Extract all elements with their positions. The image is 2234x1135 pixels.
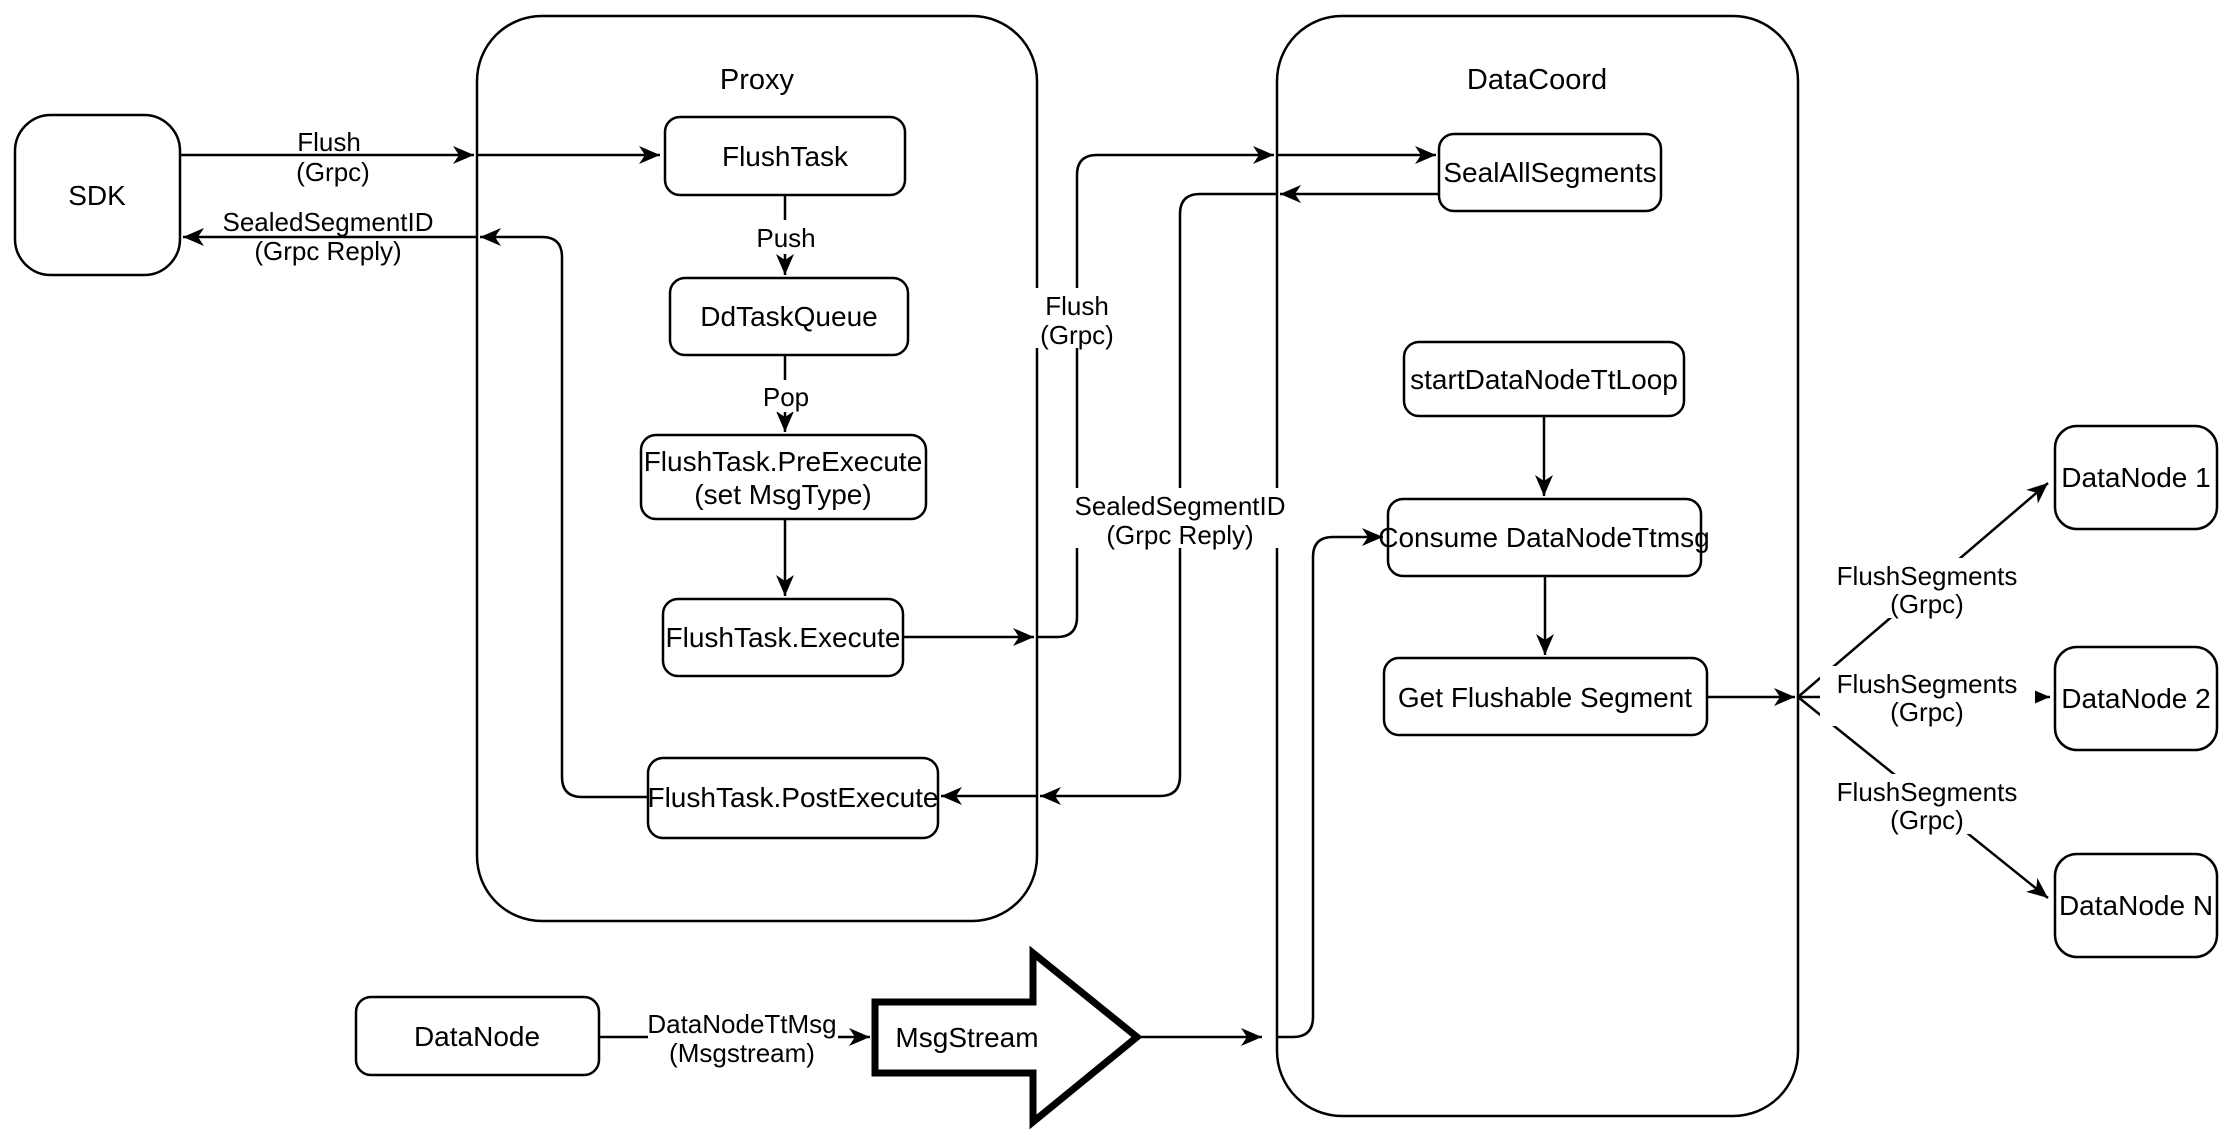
push-label-bg	[752, 220, 820, 254]
sdk-flush-label-line1: Flush	[297, 127, 361, 157]
sdk-label: SDK	[68, 180, 126, 211]
preexecute-node	[639, 433, 928, 521]
preexecute-label-line1: FlushTask.PreExecute	[644, 446, 923, 477]
datanoden-node	[2053, 852, 2219, 959]
msgstream-label: MsgStream	[895, 1022, 1038, 1053]
flushtask-label: FlushTask	[722, 141, 849, 172]
startdatanodettloop-label: startDataNodeTtLoop	[1410, 364, 1678, 395]
mid-flush-label-line1: Flush	[1045, 291, 1109, 321]
mid-flush-label-line2: (Grpc)	[1040, 320, 1114, 350]
mid-flush-label-bg	[1022, 288, 1134, 348]
getflushablesegment-label: Get Flushable Segment	[1398, 682, 1692, 713]
ddtaskqueue-node	[668, 276, 910, 357]
postexecute-node	[646, 756, 940, 840]
edge-msgstream-to-consume	[1277, 528, 1383, 1039]
datacoord-title: DataCoord	[1467, 64, 1607, 96]
sealallsegments-label: SealAllSegments	[1443, 157, 1656, 188]
proxy-container	[475, 14, 1039, 923]
sdk-reply-label-line1: SealedSegmentID	[222, 207, 433, 237]
mid-reply-label-bg	[1060, 488, 1300, 548]
datanode1-node	[2053, 424, 2219, 531]
execute-node	[661, 597, 905, 678]
datanoden-label: DataNode N	[2059, 890, 2213, 921]
pop-label-bg	[758, 380, 814, 412]
msgstream-block-arrow	[871, 945, 1143, 1130]
flushtask-node	[663, 115, 907, 197]
pop-label: Pop	[763, 382, 809, 412]
flushsegments1-label-bg	[1820, 558, 2035, 618]
datanode-bottom-label: DataNode	[414, 1021, 540, 1052]
ddtaskqueue-label: DdTaskQueue	[700, 301, 877, 332]
consumedatanodettmsg-node	[1386, 497, 1703, 578]
datanodettmsg-label-line1: DataNodeTtMsg	[647, 1009, 836, 1039]
datacoord-container	[1275, 14, 1800, 1118]
preexecute-label-line2: (set MsgType)	[694, 479, 871, 510]
datanode2-node	[2053, 645, 2219, 752]
postexecute-label: FlushTask.PostExecute	[647, 782, 938, 813]
push-label: Push	[756, 223, 815, 253]
getflushablesegment-node	[1382, 656, 1709, 737]
flushsegments1-label-line1: FlushSegments	[1837, 561, 2018, 591]
sdk-flush-label-line2: (Grpc)	[296, 157, 370, 187]
flushsegments1-label-line2: (Grpc)	[1890, 589, 1964, 619]
flushsegments3-label-line2: (Grpc)	[1890, 805, 1964, 835]
sdk-reply-label-line2: (Grpc Reply)	[254, 236, 401, 266]
consumedatanodettmsg-label: Consume DataNodeTtmsg	[1378, 522, 1709, 553]
datanodettmsg-label-line2: (Msgstream)	[669, 1038, 815, 1068]
datanode-bottom-node	[354, 995, 601, 1077]
datanode2-label: DataNode 2	[2061, 683, 2210, 714]
startdatanodettloop-node	[1402, 340, 1686, 418]
mid-reply-label-line1: SealedSegmentID	[1074, 491, 1285, 521]
flushsegments2-label-bg	[1820, 666, 2035, 726]
sdk-node	[13, 113, 182, 277]
edge-postexecute-to-proxy-edge	[480, 228, 648, 799]
flushsegments2-label-line1: FlushSegments	[1837, 669, 2018, 699]
flushsegments3-label-line1: FlushSegments	[1837, 777, 2018, 807]
mid-reply-label-line2: (Grpc Reply)	[1106, 520, 1253, 550]
sealallsegments-node	[1437, 132, 1663, 213]
proxy-title: Proxy	[720, 64, 795, 96]
edge-flush-grpc-mid	[1037, 146, 1274, 639]
datanodettmsg-label-bg	[648, 1006, 838, 1068]
datanode1-label: DataNode 1	[2061, 462, 2210, 493]
execute-label: FlushTask.Execute	[666, 622, 901, 653]
flushsegments3-label-bg	[1820, 774, 2035, 834]
flushsegments2-label-line2: (Grpc)	[1890, 697, 1964, 727]
